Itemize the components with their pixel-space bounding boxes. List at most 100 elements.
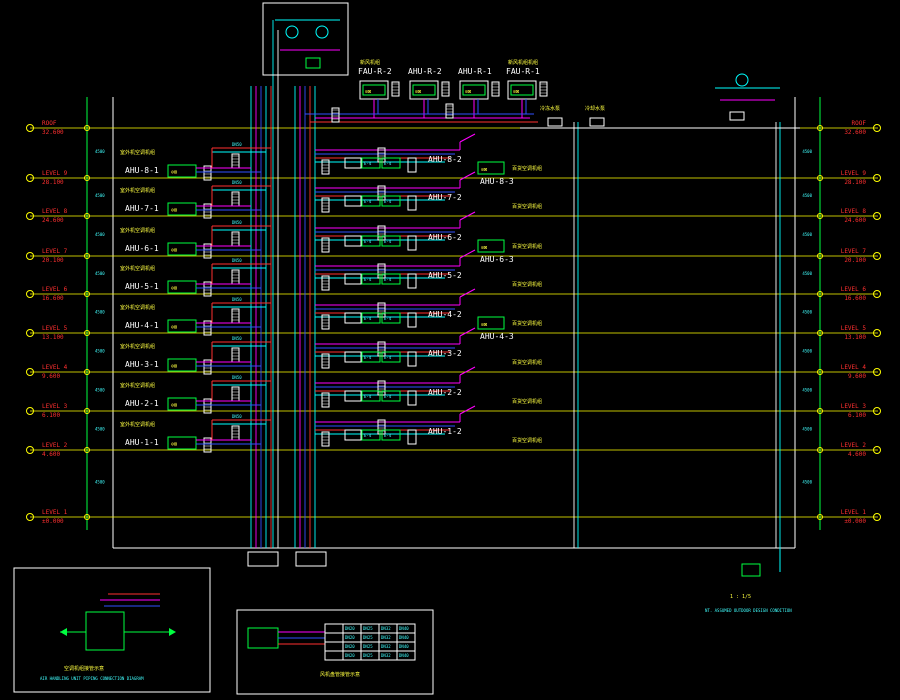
pipe-size-tag: DN50 [232,336,242,341]
level-label-right: LEVEL 8 [841,208,867,215]
level-elevation-left: ±0.000 [42,518,64,525]
level-marker-right [873,212,881,220]
unit-box-label: E-4 [364,161,372,166]
dimension-value-left: 4500 [95,271,105,276]
ahu-label-left: AHU-5-1 [125,282,159,291]
level-marker-dim [817,213,823,219]
branch-rise [459,366,476,376]
level-marker-left [26,329,34,337]
roof-unit-label: AHU-R-1 [458,67,492,76]
dimension-value-right: 4500 [802,149,812,154]
roof-tank [305,57,321,69]
unit-box-e4 [381,157,401,169]
unit-box-label: E-4 [384,161,392,166]
ahu-fan-symbol: ⊘⊠ [171,364,177,370]
level-label-right: LEVEL 7 [841,248,867,255]
level-elevation-left: 4.600 [42,451,60,458]
ahu-box-left [167,242,197,256]
roof-unit-fan-symbol: ⊘⊠ [513,89,519,95]
ahu-note-left: 室外机空调机组 [120,304,155,311]
level-elevation-right: 32.600 [844,129,866,136]
ahu-label-right: AHU-7-2 [428,193,462,202]
ahu-note-left: 室外机空调机组 [120,149,155,156]
legend-table-value: DN25 [363,626,373,631]
ahu-fan-symbol: ⊘⊠ [171,208,177,214]
level-marker-right [873,368,881,376]
level-elevation-right: 16.600 [844,295,866,302]
level-marker-dim [817,125,823,131]
valve-stack [441,81,450,97]
level-marker-left [26,407,34,415]
unit-box-e4 [361,429,381,441]
legend-table-value: DN32 [381,626,391,631]
level-elevation-left: 32.600 [42,129,64,136]
ahu-label-left: AHU-2-1 [125,399,159,408]
pump-symbol [285,25,299,39]
unit-box-label: E-4 [384,355,392,360]
ahu-label-right-2: AHU-4-3 [480,332,514,341]
ahu-note-left: 室外机空调机组 [120,265,155,272]
ahu-box-left [167,358,197,372]
level-marker-dim [84,253,90,259]
unit-box-label: E-4 [364,433,372,438]
level-label-right: LEVEL 1 [841,509,867,516]
unit-riser-box [407,235,417,251]
valve-stack [203,203,212,219]
vertical-risers: 1 : 1/5NT. ASSUMED OUTDOOR DESIGN CONDIT… [247,20,792,613]
level-marker-left [26,212,34,220]
unit-box-e4 [381,273,401,285]
unit-box-e4 [381,390,401,402]
ahu-label-right: AHU-2-2 [428,388,462,397]
ahu-label-left: AHU-6-1 [125,244,159,253]
ahu-box-left [167,164,197,178]
ahu-note-right: 百货空调机组 [512,281,542,288]
level-label-right: ROOF [852,120,867,127]
level-label-left: LEVEL 3 [42,403,68,410]
legend-table-value: DN32 [381,653,391,658]
pipe-size-tag: DN50 [232,297,242,302]
ahu-note-left: 室外机空调机组 [120,187,155,194]
coil-box [344,390,362,402]
ahu-note-right: 百货空调机组 [512,437,542,444]
ahu-note-left: 室外机空调机组 [120,227,155,234]
unit-box-e4 [361,235,381,247]
ahu-note-left: 室外机空调机组 [120,421,155,428]
dimension-value-right: 4500 [802,310,812,315]
legend-table-value: DN25 [363,653,373,658]
unit-box-e4 [361,273,381,285]
unit-box-label: E-4 [384,277,392,282]
ahu-box-left [167,319,197,333]
unit-box-e4 [361,390,381,402]
unit-box-label: E-4 [364,277,372,282]
ahu-box-right [477,161,505,175]
ahu-note-right: 百货空调机组 [512,398,542,405]
ahu-label-right: AHU-6-2 [428,233,462,242]
level-label-right: LEVEL 6 [841,286,867,293]
ahu-label-right-2: AHU-8-3 [480,177,514,186]
level-marker-dim [817,330,823,336]
tank-symbol [741,563,761,577]
dimension-value-left: 4500 [95,427,105,432]
roof-valve-box [729,111,745,121]
valve-stack [203,281,212,297]
level-label-left: LEVEL 8 [42,208,68,215]
level-elevation-right: 13.100 [844,334,866,341]
branch-rise [459,405,476,415]
unit-box-e4 [381,235,401,247]
legend-ahu-symbol [85,611,125,651]
ahu-fan-symbol: ⊘⊠ [481,322,487,328]
roof-equipment: ⊘⊠FAU-R-2新风机组⊘⊠AHU-R-2⊘⊠AHU-R-1⊘⊠FAU-R-1… [262,2,800,129]
valve-stack [321,431,330,447]
unit-riser-box [407,195,417,211]
valve-stack [321,237,330,253]
valve-stack [203,165,212,181]
legend-table-value: DN25 [363,635,373,640]
roof-unit-label: FAU-R-2 [358,67,392,76]
riser-tag-box [247,551,279,567]
ahu-box-right [477,316,505,330]
level-elevation-right: 28.100 [844,179,866,186]
level-marker-dim [84,408,90,414]
roof-pump-box [589,117,605,127]
